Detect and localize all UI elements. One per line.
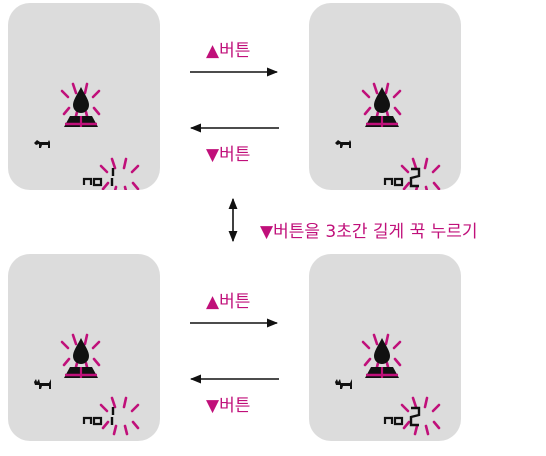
segment-digit-2 — [409, 167, 421, 188]
label-up-button-top: ▲버튼 — [206, 41, 251, 61]
display-panel-dog-2 — [309, 3, 461, 190]
blink-rays-digit — [99, 157, 140, 190]
label-up-button-bottom: ▲버튼 — [206, 292, 251, 312]
drop-icon — [73, 87, 89, 113]
label-long-press: ▼버튼을 3초간 길게 꾹 누르기 — [260, 222, 478, 242]
display-panel-cat-2 — [309, 254, 461, 441]
panel-graphics — [34, 82, 140, 190]
segment-no — [82, 416, 103, 426]
drop-icon — [73, 338, 89, 364]
segment-digit-1 — [110, 168, 115, 186]
segment-digit-2 — [409, 406, 421, 427]
panel-graphics — [34, 333, 140, 436]
dog-icon — [335, 140, 351, 148]
blink-rays-digit — [400, 396, 441, 436]
blink-rays-digit — [400, 157, 441, 190]
segment-digit-1 — [110, 407, 115, 425]
panel-graphics — [335, 82, 441, 190]
drop-icon — [374, 338, 390, 364]
cat-icon — [335, 379, 352, 389]
segment-display — [383, 406, 421, 427]
drop-icon — [374, 87, 390, 113]
segment-display — [82, 407, 115, 426]
segment-no — [82, 177, 103, 187]
dog-icon — [34, 140, 50, 148]
segment-display — [383, 167, 421, 188]
display-panel-cat-1 — [8, 254, 160, 441]
label-down-button-top: ▼버튼 — [206, 145, 251, 165]
segment-no — [383, 416, 404, 426]
cat-icon — [34, 379, 51, 389]
blink-rays-digit — [99, 396, 140, 436]
label-down-button-bottom: ▼버튼 — [206, 396, 251, 416]
segment-display — [82, 168, 115, 187]
segment-no — [383, 177, 404, 187]
display-panel-dog-1 — [8, 3, 160, 190]
panel-graphics — [335, 333, 441, 436]
